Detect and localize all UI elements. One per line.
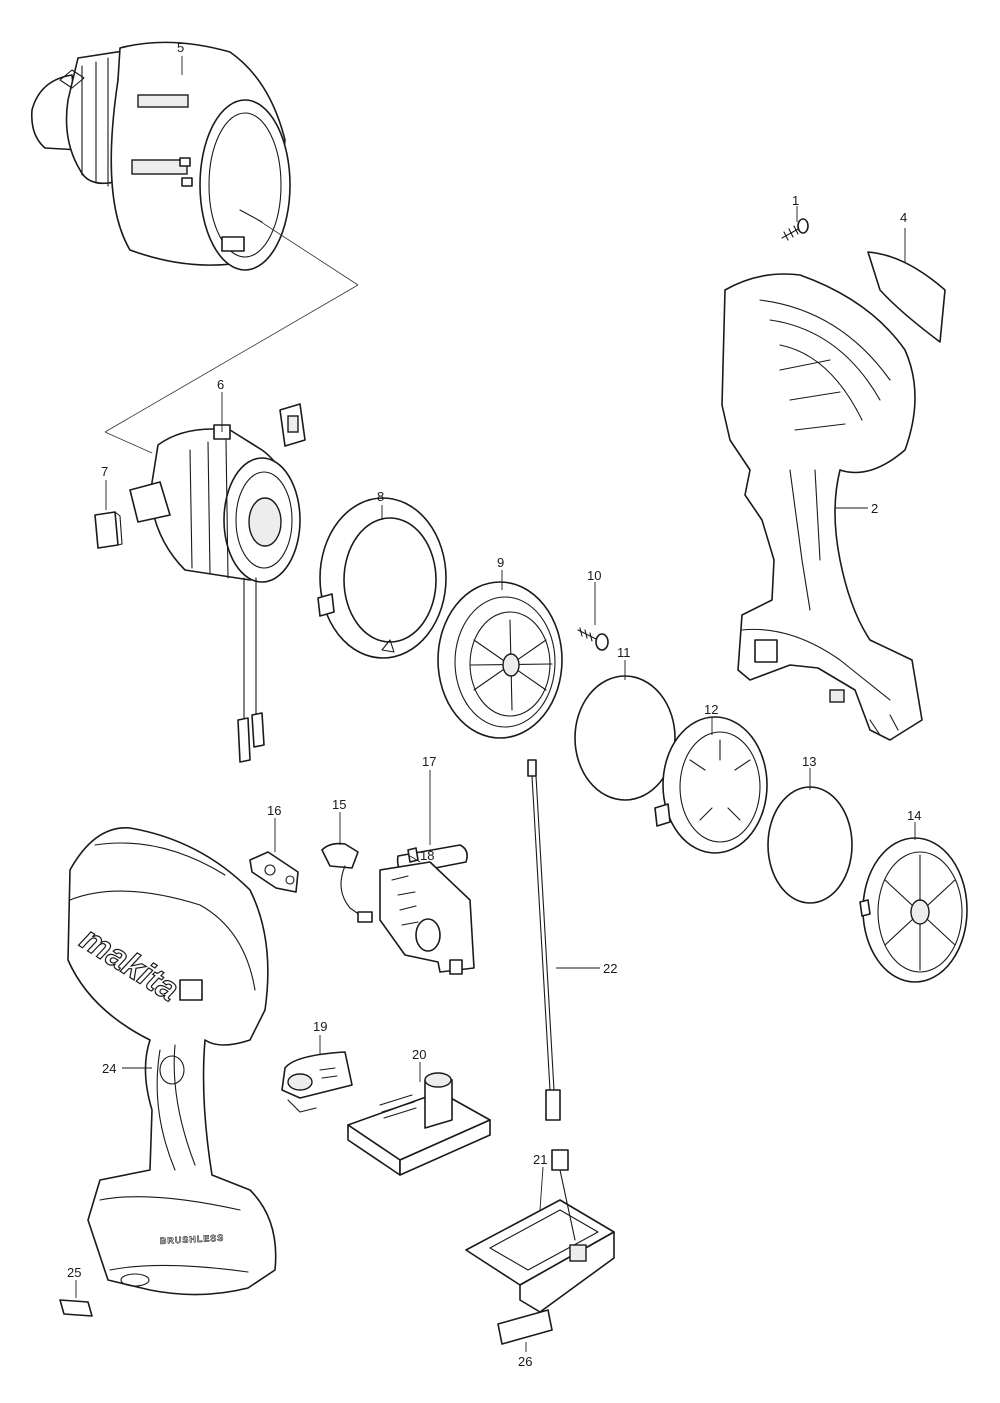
part-19-led-panel bbox=[281, 1051, 353, 1113]
part-21-base-plate bbox=[465, 1149, 615, 1313]
part-10-screw bbox=[577, 627, 609, 651]
part-1-screw bbox=[781, 218, 809, 241]
callout-16: 16 bbox=[267, 803, 281, 818]
part-20-controller bbox=[347, 1072, 491, 1176]
callout-11: 11 bbox=[617, 645, 631, 660]
callout-21: 21 bbox=[533, 1152, 547, 1167]
callout-13: 13 bbox=[802, 754, 816, 769]
callout-14: 14 bbox=[907, 808, 921, 823]
part-13-disc bbox=[767, 786, 853, 904]
callout-22: 22 bbox=[603, 961, 617, 976]
callout-labels: 1 2 4 5 6 7 8 9 10 11 12 13 14 15 16 17 … bbox=[67, 40, 921, 1369]
part-22-wire bbox=[527, 759, 561, 1121]
callout-19: 19 bbox=[313, 1019, 327, 1034]
part-14-end-cap bbox=[859, 837, 968, 983]
callout-2: 2 bbox=[871, 501, 878, 516]
part-16-plate bbox=[249, 851, 299, 893]
callout-4: 4 bbox=[900, 210, 907, 225]
callout-20: 20 bbox=[412, 1047, 426, 1062]
part-24-housing-left bbox=[67, 827, 277, 1296]
assembly-projection-lines bbox=[104, 217, 359, 454]
part-6-stator-assembly bbox=[129, 424, 301, 763]
part-25-tag bbox=[59, 1299, 93, 1317]
callout-24: 24 bbox=[102, 1061, 116, 1076]
part-11-disc bbox=[574, 675, 676, 801]
callout-7: 7 bbox=[101, 464, 108, 479]
part-5-motor-housing bbox=[30, 41, 291, 271]
part-26-label bbox=[497, 1309, 553, 1345]
callout-15: 15 bbox=[332, 797, 346, 812]
part-18-switch bbox=[379, 861, 475, 975]
part-2-housing-right bbox=[721, 273, 923, 741]
callout-25: 25 bbox=[67, 1265, 81, 1280]
part-6-insulator bbox=[279, 403, 306, 447]
part-4-label bbox=[867, 251, 946, 343]
callout-10: 10 bbox=[587, 568, 601, 583]
part-9-fan bbox=[437, 581, 563, 739]
callout-26: 26 bbox=[518, 1354, 532, 1369]
part-15-sensor bbox=[321, 842, 373, 923]
part-7-pad bbox=[94, 511, 123, 549]
callout-18: 18 bbox=[420, 848, 434, 863]
callout-6: 6 bbox=[217, 377, 224, 392]
part-8-ring bbox=[317, 497, 447, 659]
callout-9: 9 bbox=[497, 555, 504, 570]
callout-1: 1 bbox=[792, 193, 799, 208]
callout-8: 8 bbox=[377, 489, 384, 504]
part-12-bracket bbox=[654, 716, 768, 854]
callout-5: 5 bbox=[177, 40, 184, 55]
housing-lettering: BRUSHLESS bbox=[160, 1233, 225, 1246]
callout-17: 17 bbox=[422, 754, 436, 769]
callout-12: 12 bbox=[704, 702, 718, 717]
